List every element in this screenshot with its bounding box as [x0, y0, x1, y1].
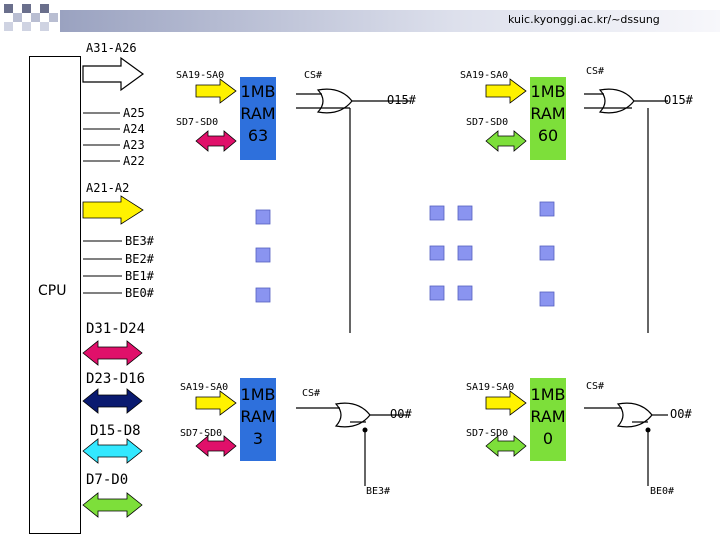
address-lower-label: A21-A2 [86, 181, 130, 195]
header-gradient [60, 10, 720, 32]
module-63-data-arrow [195, 130, 237, 152]
module-3-data-arrow [195, 435, 237, 457]
module-3-out-label: O0# [390, 407, 412, 421]
module-60-title-2: RAM [530, 104, 566, 123]
module-60-cs-label: CS# [586, 66, 605, 77]
module-3-title-1: 1MB [240, 385, 276, 404]
module-63-title-2: RAM [240, 104, 276, 123]
module-60-data-label: SD7-SD0 [466, 117, 509, 128]
be1-label: BE1# [125, 269, 154, 283]
module-60-title-1: 1MB [530, 82, 566, 101]
module-3-cs-label: CS# [302, 388, 321, 399]
checker-pattern [4, 4, 58, 31]
address-lower-arrow [82, 195, 144, 225]
be-wires [83, 240, 122, 294]
address-line-a22: A22 [123, 154, 145, 168]
module-0-title-3: 0 [542, 429, 554, 448]
module-0-be-label: BE0# [650, 486, 675, 497]
module-63-ram-block [240, 77, 276, 160]
module-3-addr-label: SA19-SA0 [180, 382, 229, 393]
data-bus-d15-arrow [82, 438, 143, 464]
data-bus-d23-arrow [82, 388, 143, 414]
data-bus-d7-label: D7-D0 [86, 472, 129, 488]
module-0-addr-label: SA19-SA0 [466, 382, 515, 393]
module-63-or-gate [296, 88, 410, 333]
address-line-a24: A24 [123, 122, 145, 136]
module-60-addr-label: SA19-SA0 [460, 70, 509, 81]
module-0-out-label: O0# [670, 407, 692, 421]
module-63-cs-label: CS# [304, 70, 323, 81]
data-bus-d23-label: D23-D16 [86, 371, 146, 387]
address-line-wires [83, 112, 120, 162]
module-3-junction-dot [362, 427, 368, 433]
module-0-title-1: 1MB [530, 385, 566, 404]
module-63-title-1: 1MB [240, 82, 276, 101]
module-0-or-gate [584, 402, 668, 486]
module-0-data-arrow [485, 435, 527, 457]
module-3-ram-block [240, 378, 276, 461]
module-60-ram-block [530, 77, 566, 160]
module-60-data-arrow [485, 130, 527, 152]
module-60-out-label: O15# [664, 93, 693, 107]
data-bus-d31-label: D31-D24 [86, 321, 146, 337]
module-0-data-label: SD7-SD0 [466, 428, 509, 439]
module-60-title-3: 60 [537, 126, 559, 145]
ellipsis-squares [255, 201, 555, 307]
module-3-title-3: 3 [252, 429, 264, 448]
module-63-title-3: 63 [247, 126, 269, 145]
be0-label: BE0# [125, 286, 154, 300]
module-3-be-label: BE3# [366, 486, 391, 497]
be3-label: BE3# [125, 234, 154, 248]
module-63-out-label: O15# [387, 93, 416, 107]
data-bus-d31-arrow [82, 340, 143, 366]
module-63-addr-label: SA19-SA0 [176, 70, 225, 81]
module-60-addr-arrow [485, 78, 527, 104]
cpu-label: CPU [38, 283, 67, 299]
module-0-cs-label: CS# [586, 381, 605, 392]
module-3-title-2: RAM [240, 407, 276, 426]
address-line-a23: A23 [123, 138, 145, 152]
address-upper-label: A31-A26 [86, 41, 137, 55]
header-bar [4, 4, 720, 32]
module-0-junction-dot [645, 427, 651, 433]
data-bus-d7-arrow [82, 492, 143, 518]
be2-label: BE2# [125, 252, 154, 266]
module-0-ram-block [530, 378, 566, 461]
module-3-or-gate [296, 402, 410, 486]
module-60-or-gate [584, 88, 668, 333]
data-bus-d15-label: D15-D8 [90, 423, 141, 439]
module-0-addr-arrow [485, 390, 527, 416]
module-3-data-label: SD7-SD0 [180, 428, 223, 439]
address-line-a25: A25 [123, 106, 145, 120]
module-63-data-label: SD7-SD0 [176, 117, 219, 128]
module-3-addr-arrow [195, 390, 237, 416]
cpu-block: CPU [29, 56, 81, 534]
module-63-addr-arrow [195, 78, 237, 104]
module-0-title-2: RAM [530, 407, 566, 426]
header-url: kuic.kyonggi.ac.kr/~dssung [508, 13, 660, 26]
address-upper-arrow [82, 56, 145, 92]
